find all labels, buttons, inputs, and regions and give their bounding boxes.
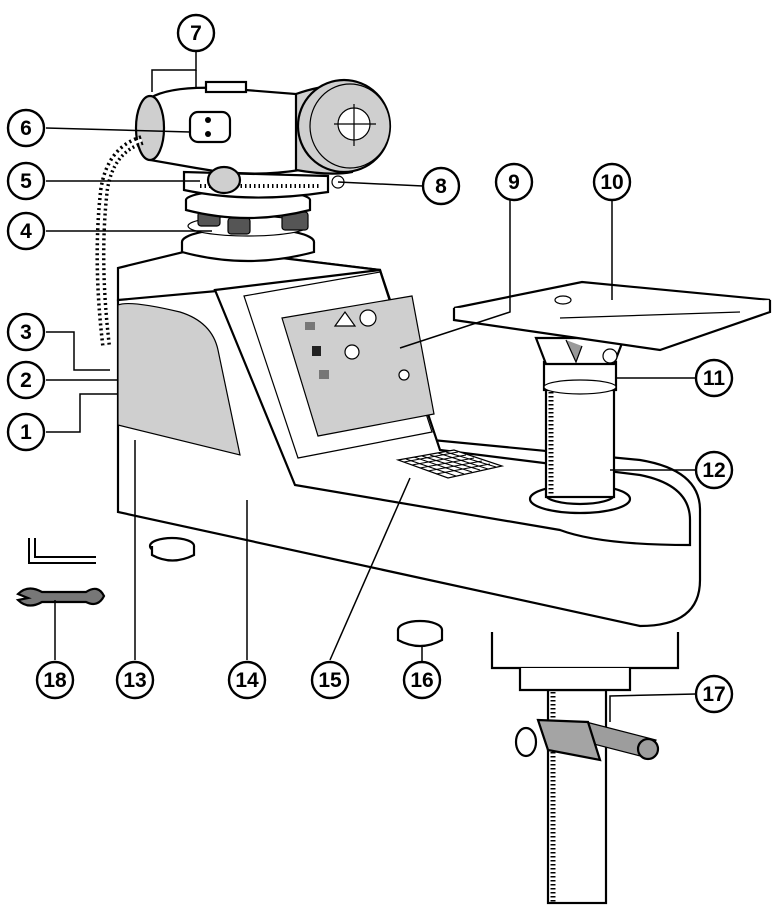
callout-circle	[35, 660, 75, 700]
callout-number: 1	[20, 421, 32, 444]
callout-17: 17	[694, 674, 734, 714]
callout-circle	[6, 360, 46, 400]
callout-5: 5	[6, 161, 46, 201]
callout-number: 7	[190, 22, 202, 45]
callout-circle	[421, 166, 461, 206]
callout-circle	[6, 108, 46, 148]
callout-3: 3	[6, 312, 46, 352]
callout-7: 7	[176, 13, 216, 53]
callout-number: 18	[43, 669, 67, 692]
tools	[15, 538, 106, 607]
callout-circle	[694, 674, 734, 714]
callout-circle	[227, 660, 267, 700]
callout-number: 15	[318, 669, 342, 692]
level-instrument	[95, 78, 392, 346]
callout-circle	[6, 161, 46, 201]
callout-2: 2	[6, 360, 46, 400]
callout-circle	[6, 211, 46, 251]
callout-13: 13	[115, 660, 155, 700]
callout-number: 5	[20, 170, 32, 193]
callout-18: 18	[35, 660, 75, 700]
callout-circle	[694, 358, 734, 398]
callout-number: 3	[20, 321, 32, 344]
callout-number: 2	[20, 369, 32, 392]
callout-circle	[176, 13, 216, 53]
callout-number: 17	[702, 683, 725, 706]
callout-1: 1	[6, 412, 46, 452]
tribrach	[180, 188, 316, 263]
callout-6: 6	[6, 108, 46, 148]
callout-10: 10	[592, 162, 632, 202]
callout-4: 4	[6, 211, 46, 251]
callout-number: 6	[20, 117, 32, 140]
callout-circle	[402, 660, 442, 700]
callout-circle	[115, 660, 155, 700]
feet	[148, 536, 444, 648]
callout-12: 12	[694, 450, 734, 490]
callout-16: 16	[402, 660, 442, 700]
callout-number: 13	[123, 669, 146, 692]
callout-8: 8	[421, 166, 461, 206]
callout-14: 14	[227, 660, 267, 700]
callout-number: 10	[600, 171, 623, 194]
callout-number: 4	[20, 220, 32, 243]
callout-circle	[494, 162, 534, 202]
callout-number: 14	[235, 669, 259, 692]
callout-number: 9	[508, 171, 520, 194]
callout-circle	[694, 450, 734, 490]
callout-circle	[6, 412, 46, 452]
callout-circle	[6, 312, 46, 352]
callout-15: 15	[310, 660, 350, 700]
callout-number: 8	[435, 175, 447, 198]
column-and-stage	[452, 280, 772, 506]
callout-circle	[592, 162, 632, 202]
callout-11: 11	[694, 358, 734, 398]
callout-number: 12	[702, 459, 725, 482]
lower-column	[490, 632, 680, 905]
callout-number: 11	[703, 367, 726, 390]
callout-circle	[310, 660, 350, 700]
callout-9: 9	[494, 162, 534, 202]
clamp-handle	[514, 718, 660, 762]
leader-lines	[45, 47, 697, 722]
callout-number: 16	[410, 669, 433, 692]
